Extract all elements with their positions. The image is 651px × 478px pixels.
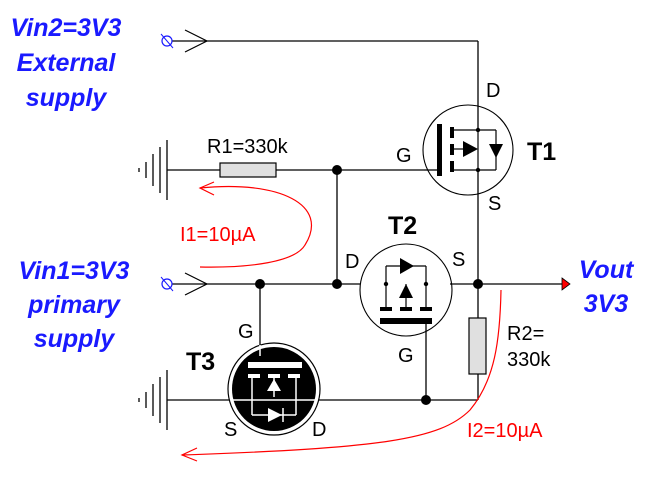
- t3-gate-plate: [248, 362, 302, 368]
- body-diode-icon: [400, 258, 414, 274]
- t1-pin-d: D: [486, 80, 500, 102]
- vin1-terminal[interactable]: [160, 272, 209, 296]
- labels: Vin2=3V3 External supply Vin1=3V3 primar…: [11, 14, 635, 442]
- t1-body: [422, 104, 514, 196]
- vin2-label-line3: supply: [26, 84, 108, 112]
- terminal-circle-icon: [161, 278, 173, 290]
- input-arrow-icon: [184, 272, 209, 296]
- terminal-circle-icon: [161, 35, 173, 47]
- vin2-label-line2: External: [17, 49, 117, 77]
- junction-dot: [332, 165, 342, 175]
- r2-label-line1: R2=: [507, 323, 544, 345]
- junction-dot: [473, 279, 483, 289]
- input-arrow-icon: [184, 29, 209, 53]
- transistor-t1[interactable]: [422, 104, 514, 196]
- junction-dot: [332, 279, 342, 289]
- current-i2-label: I2=10µA: [467, 420, 543, 442]
- t2-gate-plate: [380, 318, 432, 324]
- r1-label: R1=330k: [207, 136, 289, 158]
- vin1-label-line2: primary: [27, 291, 121, 319]
- arrow-icon: [463, 141, 478, 157]
- r2-label-line2: 330k: [507, 349, 551, 371]
- t1-name: T1: [527, 138, 556, 166]
- vout-label-line2: 3V3: [584, 290, 629, 318]
- arrow-head-i2: [180, 447, 198, 462]
- t1-pin-g: G: [396, 145, 412, 167]
- vin2-label-line1: Vin2=3V3: [11, 14, 122, 42]
- ground-icon-r1: [138, 140, 168, 200]
- vin2-terminal[interactable]: [160, 29, 209, 53]
- t2-pin-g: G: [398, 345, 414, 367]
- output-arrow-icon: [561, 277, 571, 291]
- t1-pin-s: S: [488, 193, 501, 215]
- terminal-slash: [160, 33, 174, 49]
- junctions: [255, 165, 483, 405]
- current-arrow-i2: [181, 289, 502, 456]
- t1-gate-plate: [437, 124, 442, 176]
- junction-dot: [255, 279, 265, 289]
- wires: [167, 40, 562, 401]
- t2-pin-d: D: [345, 251, 359, 273]
- t3-pin-s: S: [224, 419, 237, 441]
- vout-label-line1: Vout: [579, 256, 635, 284]
- current-i1-label: I1=10µA: [180, 224, 256, 246]
- vin1-label-line1: Vin1=3V3: [19, 257, 130, 285]
- t2-body: [359, 243, 453, 337]
- terminal-slash: [160, 276, 174, 292]
- junction-dot: [421, 395, 431, 405]
- vin1-label-line3: supply: [34, 325, 116, 353]
- transistor-t3[interactable]: [227, 342, 321, 436]
- arrow-icon: [267, 379, 281, 391]
- body-diode-icon: [268, 408, 282, 422]
- ground-icon-t3: [138, 370, 168, 430]
- transistor-t2[interactable]: [359, 243, 453, 337]
- arrow-icon: [399, 284, 413, 298]
- arrow-head-i1: [198, 181, 215, 196]
- t2-name: T2: [388, 212, 417, 240]
- resistor-r1[interactable]: [219, 162, 277, 178]
- resistor-r2[interactable]: [468, 317, 487, 375]
- t3-name: T3: [186, 348, 215, 376]
- t3-pin-d: D: [312, 419, 326, 441]
- current-arrow-i1: [199, 185, 312, 268]
- t2-pin-s: S: [452, 249, 465, 271]
- body-diode-icon: [489, 144, 503, 158]
- t3-pin-g: G: [238, 321, 254, 343]
